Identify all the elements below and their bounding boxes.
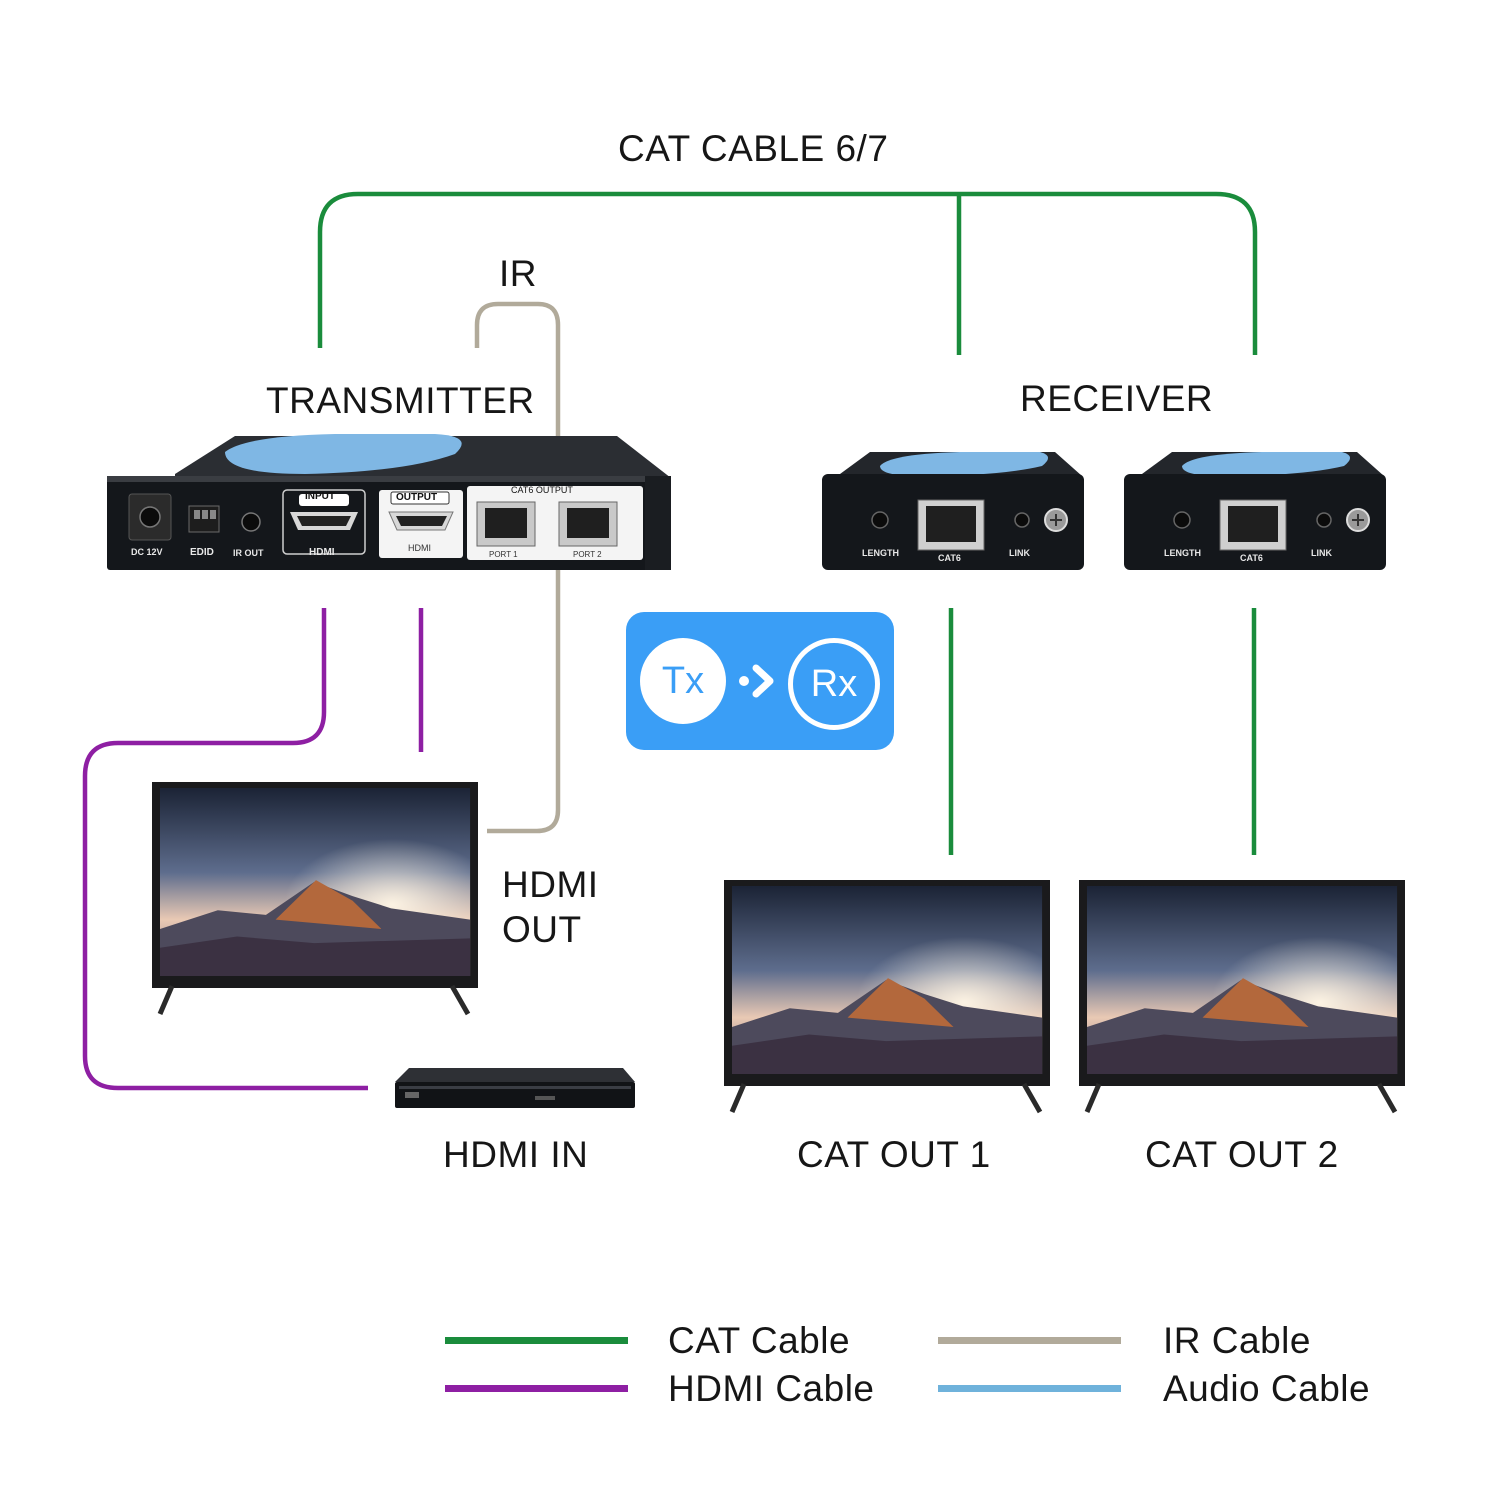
cat-cable-label: CAT CABLE 6/7 xyxy=(618,128,889,169)
transmitter-device: DC 12V EDID IR OUT INPUT HDMI OUTPUT HDM… xyxy=(105,434,673,574)
hdmi-out-label-line1: HDMI xyxy=(502,864,599,905)
receiver-title: RECEIVER xyxy=(1020,378,1214,419)
dc-jack-label: DC 12V xyxy=(131,547,163,557)
rx-circle: Rx xyxy=(788,638,880,730)
legend-label-ir-cable: IR Cable xyxy=(1163,1320,1311,1361)
receiver-device-2: LENGTH CAT6 LINK xyxy=(1122,446,1388,574)
legend-swatch-hdmi-cable xyxy=(445,1385,628,1392)
edid-label: EDID xyxy=(190,547,214,558)
receiver-device-1: LENGTH CAT6 LINK xyxy=(820,446,1086,574)
cat-cable-bus xyxy=(317,191,1258,355)
receiver-2-cat6-label: CAT6 xyxy=(1240,553,1263,563)
legend-label-audio-cable: Audio Cable xyxy=(1163,1368,1371,1409)
arrow-right-icon xyxy=(739,664,774,698)
cat6-output-label: CAT6 OUTPUT xyxy=(511,485,573,495)
tx-circle: Tx xyxy=(640,638,726,724)
cat-out-1-label: CAT OUT 1 xyxy=(797,1134,991,1175)
legend-label-cat-cable: CAT Cable xyxy=(668,1320,851,1361)
legend-swatch-cat-cable xyxy=(445,1337,628,1344)
legend-label-hdmi-cable: HDMI Cable xyxy=(668,1368,875,1409)
tx-rx-badge: Tx Rx xyxy=(626,612,894,750)
output-hdmi-label: HDMI xyxy=(408,543,431,553)
ir-cable xyxy=(474,301,561,834)
receiver-2-link-label: LINK xyxy=(1311,548,1332,558)
transmitter-title: TRANSMITTER xyxy=(266,380,535,421)
port-2-label: PORT 2 xyxy=(573,550,602,559)
tv-hdmi-out xyxy=(152,782,478,1016)
legend-swatch-ir-cable xyxy=(938,1337,1121,1344)
receiver-1-link-label: LINK xyxy=(1009,548,1030,558)
dvd-player xyxy=(395,1068,635,1108)
ir-label: IR xyxy=(499,253,537,294)
hdmi-out-label-line2: OUT xyxy=(502,909,582,950)
ir-out-label: IR OUT xyxy=(233,548,264,558)
receiver-1-cat6-label: CAT6 xyxy=(938,553,961,563)
output-port-label: OUTPUT xyxy=(396,492,438,503)
receiver-1-length-label: LENGTH xyxy=(862,548,899,558)
hdmi-cable-input xyxy=(82,608,368,1091)
input-hdmi-label: HDMI xyxy=(309,547,335,558)
tv-cat-out-1 xyxy=(724,880,1050,1114)
receiver-2-length-label: LENGTH xyxy=(1164,548,1201,558)
cat-out-2-label: CAT OUT 2 xyxy=(1145,1134,1339,1175)
legend-swatch-audio-cable xyxy=(938,1385,1121,1392)
hdmi-in-label: HDMI IN xyxy=(443,1134,589,1175)
input-port-label: INPUT xyxy=(305,491,335,502)
port-1-label: PORT 1 xyxy=(489,550,518,559)
tv-cat-out-2 xyxy=(1079,880,1405,1114)
